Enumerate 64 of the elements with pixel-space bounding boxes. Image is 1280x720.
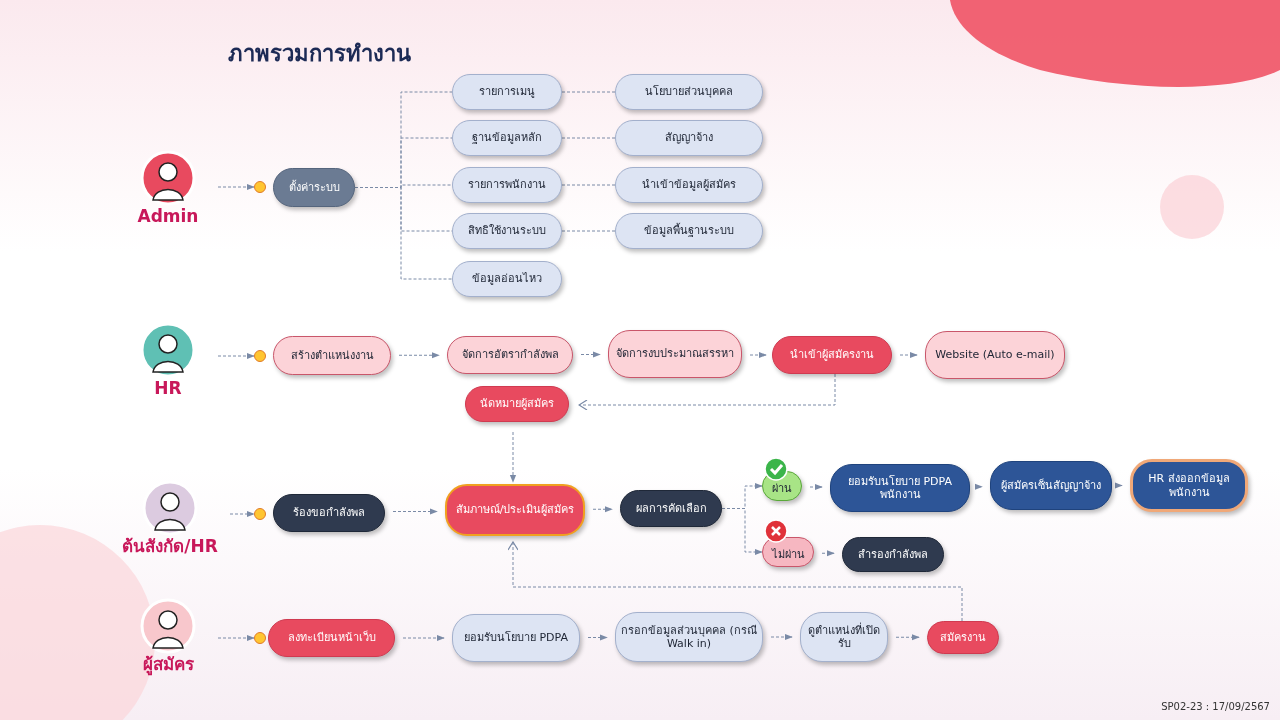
process-box: ผลการคัดเลือก (620, 490, 722, 527)
arrow (217, 352, 255, 360)
process-box: ยอมรับนโยบาย PDPA พนักงาน (830, 464, 970, 512)
arrow (217, 183, 255, 191)
process-box: ยอมรับนโยบาย PDPA (452, 614, 580, 662)
process-box: ข้อมูลพื้นฐานระบบ (615, 213, 763, 249)
process-box: ลงทะเบียนหน้าเว็บ (268, 619, 395, 657)
arrow (229, 510, 255, 518)
process-box: สัญญาจ้าง (615, 120, 763, 156)
process-box: จัดการงบประมาณสรรหา (608, 330, 742, 378)
arrow (392, 508, 438, 515)
process-box: นัดหมายผู้สมัคร (465, 386, 569, 422)
version-note: SP02-23 : 17/09/2567 (1161, 701, 1270, 712)
arrow (507, 541, 963, 622)
process-box: สำรองกำลังพล (842, 537, 944, 572)
role-label: ผู้สมัคร (141, 656, 195, 674)
role-label: HR (153, 380, 183, 398)
arrow (809, 483, 823, 491)
arrow (587, 634, 608, 641)
process-box: กรอกข้อมูลส่วนบุคคล (กรณี Walk in) (615, 612, 763, 662)
process-box: สมัครงาน (927, 621, 999, 654)
arrow (580, 351, 601, 358)
arrow (770, 633, 793, 641)
start-dot (254, 632, 266, 644)
process-box: รายการเมนู (452, 74, 562, 110)
start-dot (254, 181, 266, 193)
start-dot (254, 350, 266, 362)
arrow (821, 550, 835, 557)
process-box: ดูตำแหน่งที่เปิดรับ (800, 612, 888, 662)
start-dot (254, 508, 266, 520)
arrow (509, 431, 517, 483)
connector-line (561, 137, 616, 139)
process-box: ตั้งค่าระบบ (273, 168, 355, 207)
process-box: ผู้สมัครเซ็นสัญญาจ้าง (990, 461, 1112, 510)
arrow (578, 373, 836, 411)
arrow (592, 506, 613, 513)
process-box: รายการพนักงาน (452, 167, 562, 203)
process-box: นำเข้าข้อมูลผู้สมัคร (615, 167, 763, 203)
arrow (749, 351, 767, 359)
process-box: ข้อมูลอ่อนไหว (452, 261, 562, 297)
result-badge: ไม่ผ่าน (762, 537, 814, 567)
process-box: HR ส่งออกข้อมูลพนักงาน (1130, 459, 1248, 512)
role-label: Admin (136, 208, 200, 226)
arrow (899, 351, 918, 359)
arrow (398, 352, 440, 359)
arrow (217, 634, 255, 642)
arrow (974, 483, 983, 490)
process-box: สิทธิใช้งานระบบ (452, 213, 562, 249)
process-box: จัดการอัตรากำลังพล (447, 336, 573, 374)
process-box: Website (Auto e-mail) (925, 331, 1065, 379)
connector-line (561, 230, 616, 232)
connector-line (561, 91, 616, 93)
process-box: ฐานข้อมูลหลัก (452, 120, 562, 156)
title: ภาพรวมการทำงาน (228, 40, 411, 68)
process-box: ร้องขอกำลังพล (273, 494, 385, 532)
process-box: สัมภาษณ์/ประเมินผู้สมัคร (445, 484, 585, 536)
arrow (1114, 482, 1123, 489)
process-box: สร้างตำแหน่งงาน (273, 336, 391, 375)
role-label: ต้นสังกัด/HR (121, 538, 219, 556)
process-box: นโยบายส่วนบุคคล (615, 74, 763, 110)
arrow (895, 634, 920, 641)
process-box: นำเข้าผู้สมัครงาน (772, 336, 892, 374)
connector-line (561, 184, 616, 186)
arrow (402, 634, 445, 642)
